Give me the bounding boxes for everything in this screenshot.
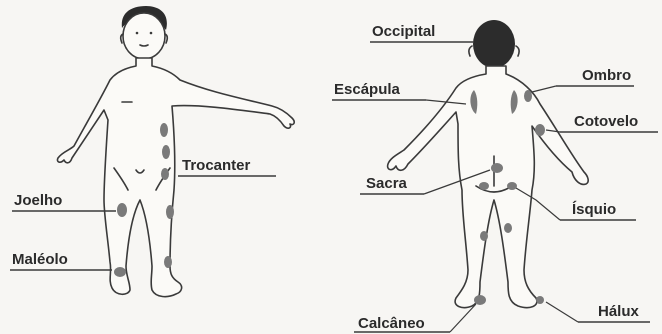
calcaneo-spot <box>474 295 486 305</box>
cotovelo-spot <box>535 124 545 136</box>
trocanter-spot <box>161 168 169 180</box>
label-ombro-text: Ombro <box>582 67 631 84</box>
front-knee-side-spot <box>166 205 174 219</box>
front-head <box>123 13 165 59</box>
front-figure <box>57 6 294 297</box>
front-body-outline <box>57 58 294 297</box>
label-calcaneo: Calcâneo <box>354 304 476 332</box>
back-calf-spot-left <box>480 231 488 241</box>
label-halux-text: Hálux <box>598 303 640 320</box>
label-trocanter: Trocanter <box>178 157 276 176</box>
label-calcaneo-text: Calcâneo <box>358 315 425 332</box>
label-escapula-text: Escápula <box>334 81 401 98</box>
label-isquio: Ísquio <box>516 188 636 220</box>
label-ombro-leader <box>532 86 556 92</box>
front-hip-spot <box>160 123 168 137</box>
label-occipital-text: Occipital <box>372 23 435 40</box>
maleolo-spot <box>114 267 126 277</box>
back-figure <box>388 20 589 308</box>
back-calf-spot-right <box>504 223 512 233</box>
label-trocanter-text: Trocanter <box>182 157 251 174</box>
joelho-spot <box>117 203 127 217</box>
label-halux: Hálux <box>546 302 650 322</box>
label-escapula: Escápula <box>332 81 466 104</box>
isquio-spot-left <box>479 182 489 190</box>
back-head-hair <box>473 20 515 68</box>
front-thigh-spot <box>162 145 170 159</box>
label-cotovelo-text: Cotovelo <box>574 113 638 130</box>
ombro-spot <box>524 90 532 102</box>
sacra-spot <box>491 163 503 173</box>
front-eye-left <box>136 32 139 35</box>
halux-spot <box>536 296 544 304</box>
label-isquio-text: Ísquio <box>572 201 616 218</box>
label-cotovelo: Cotovelo <box>546 113 658 132</box>
label-sacra-text: Sacra <box>366 175 408 192</box>
label-joelho-text: Joelho <box>14 192 62 209</box>
front-ankle-side-spot <box>164 256 172 268</box>
label-ombro: Ombro <box>532 67 634 92</box>
label-halux-leader <box>546 302 578 322</box>
label-maleolo: Maléolo <box>10 251 112 270</box>
label-occipital: Occipital <box>370 23 474 42</box>
label-joelho: Joelho <box>12 192 116 211</box>
front-eye-right <box>150 32 153 35</box>
isquio-spot-right <box>507 182 517 190</box>
label-maleolo-text: Maléolo <box>12 251 68 268</box>
